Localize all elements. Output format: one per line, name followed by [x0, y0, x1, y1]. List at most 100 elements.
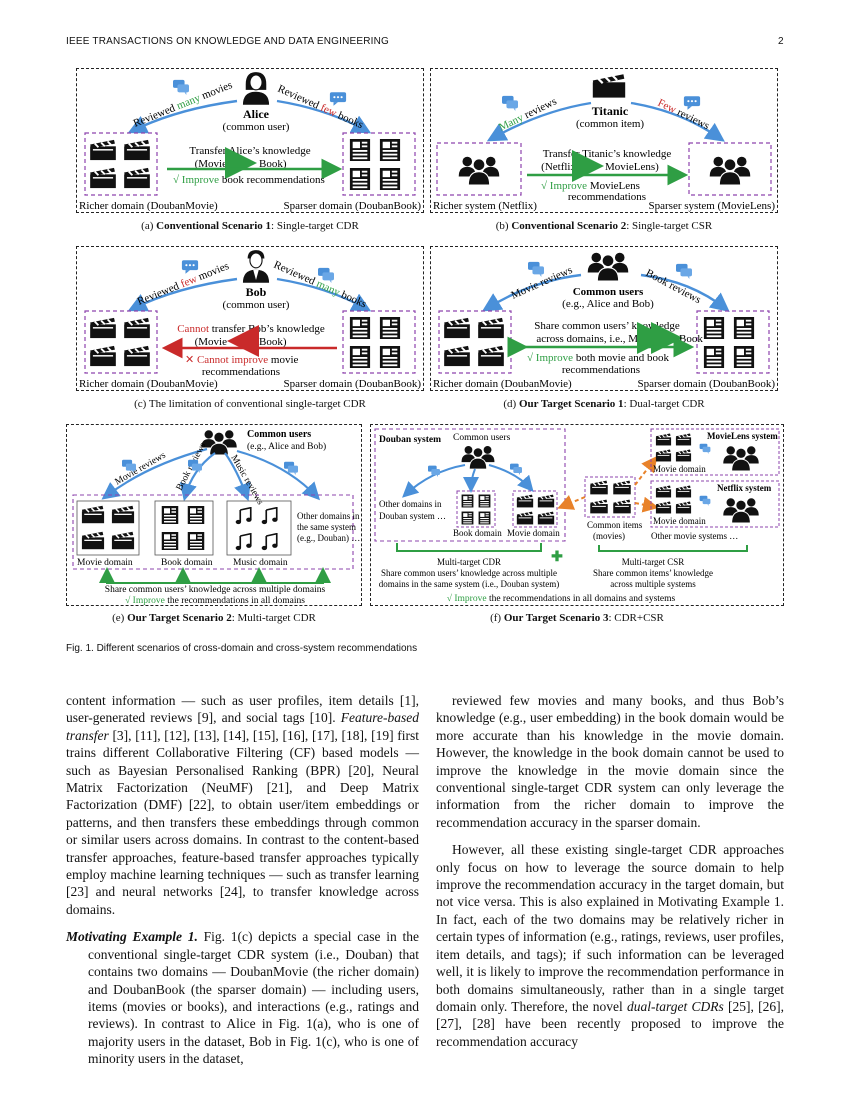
panel-e-share: Share common users’ knowledge across mul…: [105, 585, 326, 595]
movie-icon: [516, 511, 534, 525]
book-icon: [161, 532, 179, 550]
movie-icon: [111, 531, 135, 550]
panel-f-douban: Douban system: [379, 435, 441, 445]
panel-b-paren-left: (Netflix: [541, 161, 576, 173]
reviews-icon: [676, 263, 692, 279]
movie-icon: [516, 494, 534, 508]
panel-a-caption: (a) Conventional Scenario 1: Single-targ…: [141, 220, 359, 232]
movie-icon: [81, 531, 105, 550]
book-icon: [478, 511, 491, 525]
panel-e-users: Common users: [247, 429, 311, 440]
book-icon: [478, 494, 491, 508]
panel-f-nf-movie-domain: Movie domain: [653, 516, 706, 526]
panel-e-other-3: (e.g., Douban) …: [297, 533, 360, 543]
right-paragraph-2: However, all these existing single-targe…: [436, 842, 784, 1049]
movie-icon: [89, 345, 117, 367]
movie-icon: [612, 499, 632, 514]
panel-f-common-items-1: Common items: [587, 520, 643, 530]
users-group-icon: [722, 497, 760, 523]
panel-d-right-domain: Sparser domain (DoubanBook): [638, 378, 776, 390]
panel-b-improve: √ Improve MovieLens: [541, 180, 640, 192]
panel-c-user-sub: (common user): [223, 299, 290, 311]
panel-f-mtcsr-1: Share common items’ knowledge: [593, 568, 713, 578]
panel-c-diagram: Reviewed few movies Reviewed many books …: [79, 249, 421, 390]
movie-icon: [89, 167, 117, 189]
panel-a-paren-right: Book): [259, 158, 287, 170]
panel-c-left-domain: Richer domain (DoubanMovie): [79, 378, 218, 390]
movie-icon: [89, 317, 117, 339]
panel-f-movie-domain: Movie domain: [507, 528, 560, 538]
plus-icon: ✚: [551, 550, 563, 565]
panel-d: Movie reviews Book reviews Common users …: [430, 246, 778, 391]
panel-e-other-1: Other domains in: [297, 511, 360, 521]
movie-icon: [589, 499, 609, 514]
book-icon: [733, 317, 755, 339]
reviews-icon: [683, 96, 701, 110]
movie-icon: [123, 345, 151, 367]
movie-icon: [537, 494, 555, 508]
movie-icon: [675, 433, 692, 446]
panel-c: Reviewed few movies Reviewed many books …: [76, 246, 424, 391]
user-icon: [242, 249, 270, 283]
movie-icon: [675, 485, 692, 498]
left-column: content information — such as user profi…: [66, 692, 419, 1068]
music-note-icon: [235, 507, 253, 525]
running-header: IEEE TRANSACTIONS ON KNOWLEDGE AND DATA …: [66, 36, 390, 47]
panel-d-improve-line2: recommendations: [562, 364, 640, 376]
book-icon: [349, 317, 371, 339]
book-icon: [703, 346, 725, 368]
panel-f-common-items-2: (movies): [593, 531, 625, 541]
users-group-icon: [587, 252, 629, 281]
panel-b-right-domain: Sparser system (MovieLens): [649, 200, 776, 212]
movie-icon: [123, 167, 151, 189]
book-icon: [349, 168, 371, 190]
reviews-icon: [699, 495, 711, 506]
panel-f-movielens: MovieLens system: [707, 431, 778, 441]
panel-f-mtcdr: Multi-target CDR: [437, 557, 501, 567]
movie-icon: [655, 449, 672, 462]
panel-f-book-domain: Book domain: [453, 528, 502, 538]
panel-b-transfer: Transfer Titanic’s knowledge: [543, 148, 672, 160]
panel-b-improve-line2: recommendations: [568, 191, 646, 203]
panel-d-caption: (d) Our Target Scenario 1: Dual-target C…: [503, 398, 705, 410]
panel-e-improve: √ Improve the recommendations in all dom…: [125, 595, 305, 605]
panel-a: Reviewed many movies Reviewed few books …: [76, 68, 424, 213]
motivating-example: Motivating Example 1. Fig. 1(c) depicts …: [66, 929, 419, 1067]
movie-icon: [81, 505, 105, 524]
movie-icon: [655, 485, 672, 498]
book-icon: [379, 317, 401, 339]
panel-f-caption: (f) Our Target Scenario 3: CDR+CSR: [490, 612, 664, 624]
reviews-icon: [502, 95, 518, 111]
panel-c-caption: (c) The limitation of conventional singl…: [134, 398, 366, 410]
panel-f-other-systems: Other movie systems …: [651, 531, 738, 541]
book-icon: [461, 511, 474, 525]
panel-a-improve: √ Improve book recommendations: [173, 174, 325, 186]
panel-d-share-1: Share common users’ knowledge: [534, 320, 680, 332]
users-group-icon: [200, 429, 238, 455]
movie-icon: [675, 501, 692, 514]
user-icon: [242, 71, 270, 105]
figure-caption: Fig. 1. Different scenarios of cross-dom…: [66, 643, 418, 654]
book-icon: [187, 532, 205, 550]
movie-icon: [443, 345, 471, 367]
movie-icon: [655, 433, 672, 446]
left-paragraph-1: content information — such as user profi…: [66, 693, 419, 917]
movie-icon: [589, 480, 609, 495]
panel-e-users-sub: (e.g., Alice and Bob): [247, 441, 326, 452]
panel-f-mtcsr: Multi-target CSR: [622, 557, 685, 567]
panel-b-left-domain: Richer system (Netflix): [433, 200, 537, 212]
music-note-icon: [261, 507, 279, 525]
panel-a-left-domain: Richer domain (DoubanMovie): [79, 200, 218, 212]
movie-icon: [675, 449, 692, 462]
panel-d-users: Common users: [573, 286, 644, 298]
book-icon: [379, 139, 401, 161]
page-number: 2: [778, 36, 784, 47]
panel-f-mtcsr-2: across multiple systems: [610, 579, 696, 589]
users-group-icon: [458, 156, 500, 185]
music-note-icon: [261, 533, 279, 551]
book-icon: [187, 506, 205, 524]
book-icon: [161, 506, 179, 524]
movie-icon: [89, 139, 117, 161]
panel-d-share-2-left: across domains, i.e., Movie: [536, 333, 657, 345]
panel-b-paren-right: MovieLens): [605, 161, 659, 173]
